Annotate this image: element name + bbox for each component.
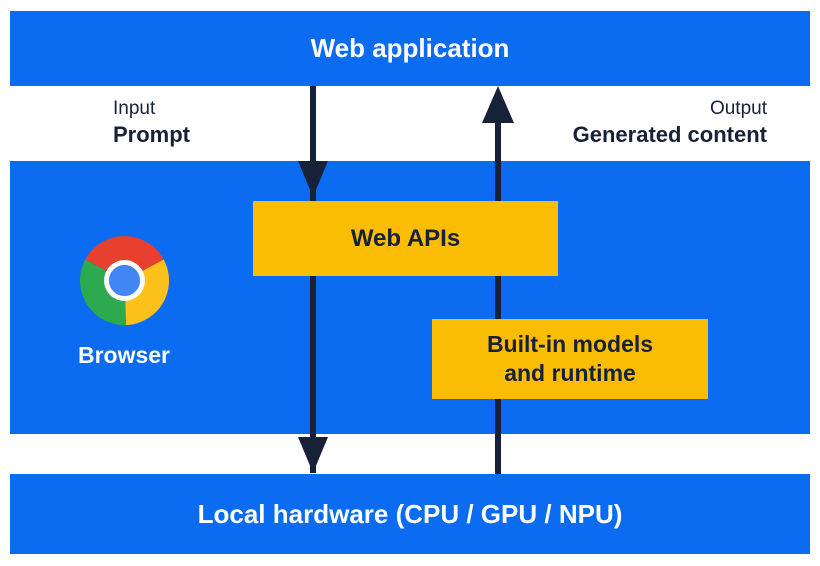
built-in-models-label-line2: and runtime	[504, 360, 636, 386]
web-application-bar: Web application	[10, 11, 810, 86]
generated-content-flow-arrow-shaft	[495, 100, 501, 474]
prompt-flow-arrowhead-bottom-icon	[298, 437, 328, 473]
built-in-models-label-line1: Built-in models	[486, 331, 654, 357]
prompt-flow-arrowhead-icon	[298, 161, 328, 197]
web-apis-label: Web APIs	[350, 224, 461, 252]
input-label-group: Input Prompt	[113, 96, 190, 149]
output-label: Output	[709, 98, 767, 119]
built-in-models-box: Built-in models and runtime	[432, 319, 708, 399]
input-value: Prompt	[113, 122, 190, 147]
local-hardware-label: Local hardware (CPU / GPU / NPU)	[197, 498, 623, 529]
output-value: Generated content	[572, 122, 767, 147]
web-application-label: Web application	[310, 33, 510, 63]
prompt-flow-arrow-shaft	[310, 86, 316, 473]
output-label-group: Output Generated content	[573, 96, 767, 149]
browser-label: Browser	[77, 342, 171, 368]
generated-content-flow-arrowhead-icon	[482, 86, 514, 123]
local-hardware-bar: Local hardware (CPU / GPU / NPU)	[10, 474, 810, 554]
chrome-logo-icon	[80, 236, 169, 325]
web-apis-box: Web APIs	[253, 201, 558, 276]
input-label: Input	[113, 98, 156, 119]
